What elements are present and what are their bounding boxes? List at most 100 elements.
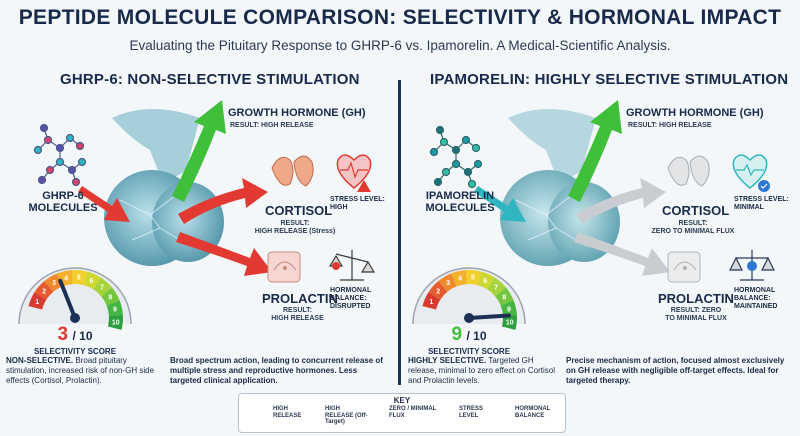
key-hormonal-balance: HORMONAL BALANCE [515,406,551,419]
right-cortisol-result-1: RESULT: [678,220,708,227]
right-gauge-tick: 6 [483,278,487,285]
right-molecule-label: IPAMORELIN MOLECULES [425,190,495,215]
right-gh-result: RESULT: HIGH RELEASE [628,122,712,129]
right-prolactin-arrow [574,232,670,276]
ipamorelin-molecule-icon [429,125,483,189]
right-stress-label: STRESS LEVEL: MINIMAL [734,196,789,212]
right-gh-title: GROWTH HORMONE (GH) [626,107,764,119]
right-input-arrow [474,186,526,222]
page-title: PEPTIDE MOLECULE COMPARISON: SELECTIVITY… [18,6,782,29]
left-gauge-segment [93,277,112,297]
left-cortisol-title: CORTISOL [265,203,333,218]
right-gauge-tick: 1 [429,299,433,306]
left-stress-label: STRESS LEVEL: HIGH [330,196,385,212]
left-stress-heart-icon [336,154,372,192]
right-prolactin-title: PROLACTIN [658,291,734,306]
key-stress-level: STRESS LEVEL [459,406,484,419]
right-gauge-tick: 8 [502,295,506,302]
right-stress-heart-icon [732,154,770,192]
left-input-arrow [78,186,130,222]
left-gauge-segment [28,292,47,310]
left-desc-1-text: Broad pituitary stimulation, increased r… [6,356,155,385]
right-gauge-segment [495,287,514,306]
right-gauge-segment [465,270,481,286]
left-cortisol-result-2: HIGH RELEASE (Stress) [254,228,336,235]
key-title: KEY [393,396,411,405]
right-gauge-segment [451,270,467,287]
center-divider [398,80,401,385]
left-gauge-tick: 7 [100,285,104,292]
right-adrenal-icon [667,155,710,187]
left-balance-icon [328,250,376,281]
left-gauge-tick: 1 [35,299,39,306]
left-gauge-tick: 3 [52,280,56,287]
left-gauge-tick: 6 [89,278,93,285]
left-score-readout: 3 / 10 [20,325,130,344]
right-prolactin-result-2: TO MINIMAL FLUX [665,315,727,322]
left-gauge-tick: 9 [113,307,117,314]
right-score-suffix: / 10 [466,329,487,343]
right-gauge-segment [500,300,517,316]
right-score-value: 9 [451,324,463,345]
left-score-value: 3 [57,324,69,345]
left-prolactin-title: PROLACTIN [262,291,338,306]
right-desc-1-text: Targeted GH release, minimal to zero eff… [408,356,556,385]
left-hormonal-label: HORMONAL BALANCE: DISRUPTED [330,287,372,311]
right-hormonal-label: HORMONAL BALANCE: MAINTAINED [734,287,778,311]
right-score-readout: 9 / 10 [414,325,524,344]
left-gauge-tick: 4 [64,275,68,282]
left-desc-2: Broad spectrum action, leading to concur… [170,356,383,385]
right-gauge-segment [477,271,495,290]
left-gauge-tick: 5 [77,275,81,282]
right-section-heading: IPAMORELIN: HIGHLY SELECTIVE STIMULATION [430,71,789,88]
right-desc-1-bold: HIGHLY SELECTIVE. [408,356,487,365]
right-desc-2: Precise mechanism of action, focused alm… [566,356,785,385]
right-breast-icon [667,251,701,283]
left-score-suffix: / 10 [72,329,93,343]
right-gauge-segment [501,314,517,330]
left-gauge-segment [34,281,54,300]
left-gh-arrow [172,100,226,202]
right-gauge-hub [464,313,474,323]
left-gauge-tick: 2 [42,288,46,295]
left-prolactin-result-1: RESULT: [282,307,313,314]
left-cortisol-result-1: RESULT: [280,220,310,227]
right-gauge-tick: 3 [446,280,450,287]
left-gauge-segment [101,287,120,306]
right-gauge-tick: 5 [471,275,475,282]
right-gh-arrow [568,100,622,202]
left-section-heading: GHRP-6: NON-SELECTIVE STIMULATION [60,71,360,88]
right-cortisol-result-2: ZERO TO MINIMAL FLUX [651,228,735,235]
right-gauge-segment [422,292,441,310]
left-breast-icon [267,251,301,283]
right-score-label: SELECTIVITY SCORE [427,347,511,356]
left-gauge-tick: 8 [108,295,112,302]
left-desc-1: NON-SELECTIVE. Broad pituitary stimulati… [6,356,164,386]
right-desc-1: HIGHLY SELECTIVE. Targeted GH release, m… [408,356,558,386]
right-cortisol-title: CORTISOL [662,203,730,218]
left-gauge-needle [58,278,77,320]
right-gauge-tick: 7 [494,285,498,292]
left-prolactin-result-2: HIGH RELEASE [271,315,324,322]
left-gh-result: RESULT: HIGH RELEASE [230,122,314,129]
right-gauge-tick: 9 [507,307,511,314]
ghrp6-molecule-icon [33,123,87,187]
left-gauge-segment [107,314,123,330]
left-adrenal-icon [271,155,314,187]
left-prolactin-arrow [176,232,272,276]
right-gauge-segment [428,281,448,300]
left-gauge-tick: 10 [112,319,120,326]
page-subtitle: Evaluating the Pituitary Response to GHR… [129,38,671,53]
key-high-release: HIGH RELEASE [273,406,302,419]
right-gauge-tick: 4 [458,275,462,282]
right-gauge-needle [467,313,511,320]
right-gauge-segment [438,273,457,292]
right-prolactin-result-1: RESULT: ZERO [670,307,722,314]
key-zero-flux: ZERO / MINIMAL FLUX [389,406,437,419]
key-high-release-off: HIGH RELEASE (Off-Target) [325,406,368,426]
right-balance-icon [729,250,775,281]
left-molecule-label: GHRP-6 MOLECULES [28,190,98,215]
left-gauge-segment [83,271,101,290]
